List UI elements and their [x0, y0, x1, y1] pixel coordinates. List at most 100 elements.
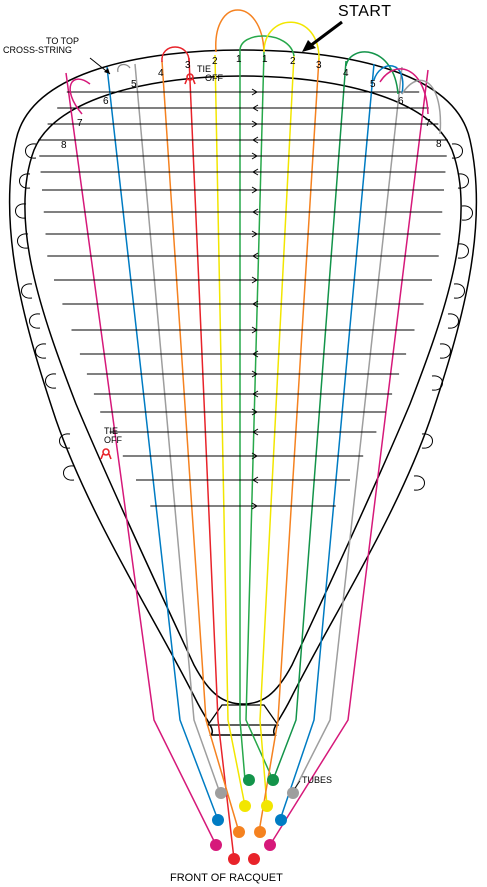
- left-loop-1: [25, 143, 37, 159]
- cross-arrow-8: [252, 208, 259, 216]
- left-loop-3: [15, 203, 27, 219]
- tube-9: [254, 826, 266, 838]
- main-number-right-7: 7: [425, 118, 431, 129]
- tube-6: [287, 787, 299, 799]
- tie-off-top-label-1: TIE: [197, 64, 212, 74]
- right-loop-8: [431, 375, 443, 391]
- cross-arrow-16: [252, 390, 259, 398]
- main-number-left-2: 2: [212, 56, 218, 67]
- top-loop-dkgreen: [345, 51, 399, 95]
- main-string-right-7: [269, 69, 429, 846]
- cross-string-loops: [15, 143, 473, 491]
- cross-arrow-4: [252, 136, 259, 144]
- left-loop-9: [59, 433, 71, 449]
- top-loop-green: [239, 35, 295, 57]
- main-number-right-6: 6: [398, 96, 404, 107]
- tie-off-marker-left-ring: [102, 448, 110, 456]
- tube-14: [264, 839, 276, 851]
- start-arrow-shaft: [309, 20, 343, 48]
- tie-off-top-label-2: OFF: [205, 73, 223, 83]
- tie-off-marker-top-tails: [184, 78, 196, 85]
- cross-arrow-3: [251, 120, 258, 128]
- top-loop-yellow: [263, 21, 320, 61]
- tube-7: [212, 814, 224, 826]
- left-loop-4: [17, 233, 29, 249]
- right-loop-1: [451, 143, 463, 159]
- main-string-right-5: [279, 63, 375, 821]
- main-number-right-5: 5: [370, 79, 376, 90]
- left-loop-10: [63, 465, 75, 481]
- top-loop-red: [161, 46, 190, 63]
- top-loop-magenta-left: [69, 78, 91, 115]
- top-loop-blue: [373, 65, 404, 95]
- main-number-right-3: 3: [316, 60, 322, 71]
- top-loop-orange: [215, 9, 265, 53]
- tubes-group: [210, 774, 301, 865]
- right-loop-3: [461, 205, 473, 221]
- main-number-left-8: 8: [61, 140, 67, 151]
- tie-off-left-label-1: TIE: [104, 426, 119, 436]
- main-strings: [65, 51, 429, 860]
- tube-5: [261, 800, 273, 812]
- main-string-left-4: [161, 60, 240, 833]
- tube-1: [243, 774, 255, 786]
- racquet-frame: [8, 49, 478, 736]
- right-loop-10: [413, 475, 425, 491]
- left-loop-6: [29, 313, 41, 329]
- tie-off-marker-top-ring: [186, 73, 194, 81]
- right-loop-5: [453, 283, 465, 299]
- main-string-left-1: [239, 52, 246, 781]
- tube-2: [267, 774, 279, 786]
- left-loop-7: [35, 343, 47, 359]
- right-loop-4: [457, 243, 469, 259]
- cross-arrow-14: [252, 350, 259, 358]
- right-loop-9: [421, 433, 433, 449]
- start-label: START: [338, 3, 392, 20]
- left-loop-5: [21, 283, 33, 299]
- main-number-left-1: 1: [236, 54, 242, 65]
- tube-13: [248, 853, 260, 865]
- top-loop-magenta: [379, 68, 429, 115]
- cross-arrow-5: [251, 152, 258, 160]
- tubes-label: TUBES: [302, 775, 333, 785]
- cross-arrow-10: [252, 252, 259, 260]
- cross-arrow-2: [252, 104, 259, 112]
- tubes-pointer: [294, 780, 301, 789]
- main-string-left-3: [188, 57, 235, 860]
- front-of-racquet-label: FRONT OF RACQUET: [170, 872, 283, 884]
- frame-inner: [24, 75, 462, 705]
- cross-string-label: CROSS-STRING: [3, 45, 73, 55]
- main-string-left-5: [134, 63, 221, 794]
- cross-arrow-20: [252, 476, 259, 484]
- main-number-right-2: 2: [290, 56, 296, 67]
- main-number-right-1: 1: [262, 54, 268, 65]
- main-number-right-8: 8: [436, 139, 442, 150]
- right-loop-6: [447, 313, 459, 329]
- top-loop-grey: [401, 79, 442, 135]
- tube-3: [215, 787, 227, 799]
- tie-off-marker-left-tails: [100, 453, 112, 460]
- left-loop-8: [45, 373, 57, 389]
- cross-arrow-9: [251, 230, 258, 238]
- cross-arrow-18: [252, 428, 259, 436]
- left-loop-2: [19, 173, 31, 189]
- tube-10: [275, 814, 287, 826]
- cross-arrow-7: [251, 186, 258, 194]
- frame-outer: [8, 49, 478, 736]
- main-number-left-7: 7: [77, 118, 83, 129]
- cross-arrow-17: [251, 408, 258, 416]
- main-number-left-6: 6: [103, 96, 109, 107]
- main-string-right-4: [272, 60, 347, 781]
- cross-arrow-15: [251, 370, 258, 378]
- start-arrow-head: [302, 40, 316, 52]
- main-string-left-8: [65, 72, 217, 846]
- main-number-left-5: 5: [131, 79, 137, 90]
- main-string-right-3: [258, 57, 320, 833]
- tube-11: [210, 839, 222, 851]
- cross-arrow-12: [252, 300, 259, 308]
- right-loop-7: [439, 343, 451, 359]
- tube-8: [233, 826, 245, 838]
- cross-arrow-6: [252, 168, 259, 176]
- to-top-loop: [117, 63, 131, 73]
